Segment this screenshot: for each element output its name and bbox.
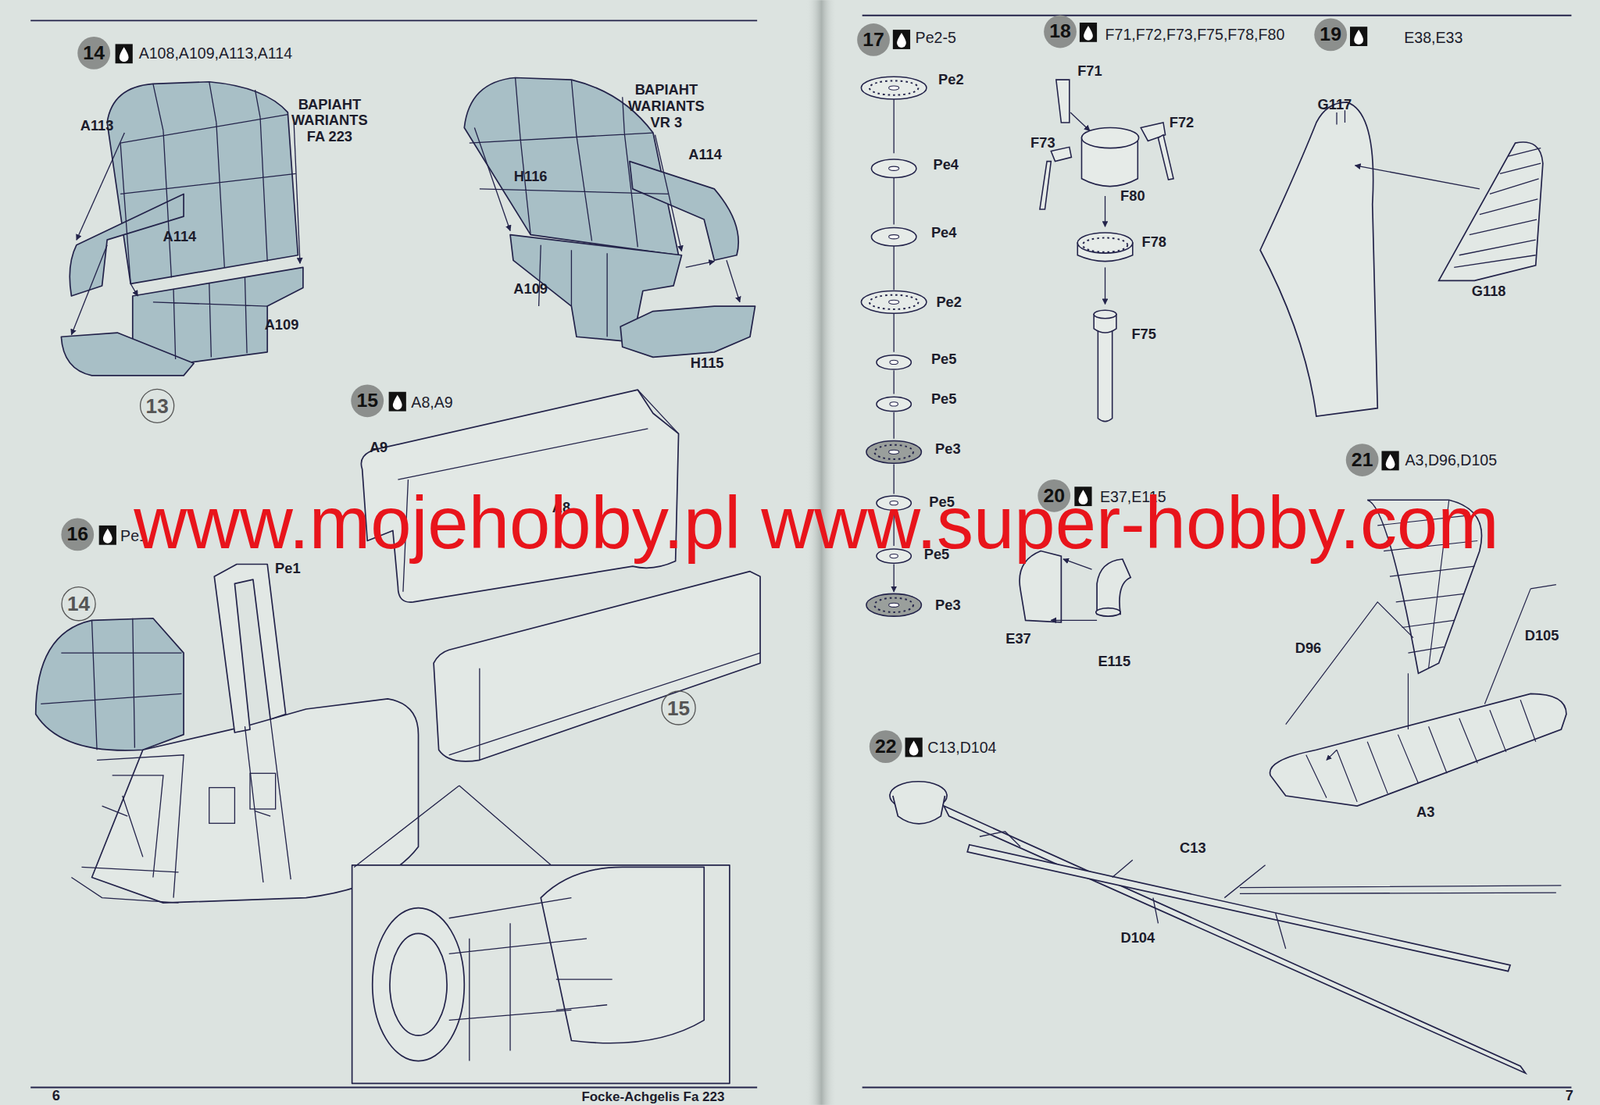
parts-list: E38,E33 xyxy=(1403,28,1463,47)
step-number: 19 xyxy=(1319,23,1342,47)
step-badge: 18 xyxy=(1043,15,1077,49)
step-badge: 21 xyxy=(1346,443,1379,477)
part-label: E115 xyxy=(1097,653,1131,670)
step-badge: 15 xyxy=(350,384,384,418)
part-label: ВАРІАНТ WARIANTS FA 223 xyxy=(286,96,373,146)
step-number: 17 xyxy=(862,28,885,52)
part-label: F72 xyxy=(1169,114,1195,131)
step-badge: 22 xyxy=(869,730,903,764)
part-label: Pe3 xyxy=(935,596,961,614)
parts-list: C13,D104 xyxy=(927,739,997,758)
part-label: A3 xyxy=(1416,803,1435,821)
part-label: F78 xyxy=(1141,233,1167,250)
part-label: D104 xyxy=(1120,929,1155,947)
part-label: A114 xyxy=(163,228,197,246)
part-label: H116 xyxy=(514,167,548,185)
step-number: 21 xyxy=(1351,449,1374,472)
step-number: 14 xyxy=(67,592,90,616)
part-label: ВАРІАНТ WARIANTS VR 3 xyxy=(623,81,710,131)
part-label: F75 xyxy=(1131,325,1157,343)
reference-circle: 13 xyxy=(139,389,175,424)
part-label: Pe5 xyxy=(931,390,958,408)
part-label: F73 xyxy=(1030,134,1056,151)
reference-circle: 14 xyxy=(60,586,96,622)
part-label: A109 xyxy=(513,280,548,297)
part-label: G117 xyxy=(1317,96,1353,113)
step-number: 22 xyxy=(875,735,897,759)
parts-list: F71,F72,F73,F75,F78,F80 xyxy=(1105,25,1286,44)
reference-circle: 15 xyxy=(660,690,696,725)
step-number: 14 xyxy=(82,42,105,65)
part-label: 7 xyxy=(1565,1087,1574,1104)
part-label: Focke-Achgelis Fa 223 xyxy=(581,1090,725,1105)
parts-list: A3,D96,D105 xyxy=(1405,451,1498,470)
part-label: C13 xyxy=(1179,839,1207,857)
part-label: A9 xyxy=(369,439,388,456)
step-number: 13 xyxy=(146,394,169,418)
step-badge: 19 xyxy=(1314,18,1347,52)
step-badge: 17 xyxy=(857,23,890,57)
parts-list: Pe2-5 xyxy=(915,28,957,47)
parts-list: A108,A109,A113,A114 xyxy=(139,44,293,63)
step-number: 15 xyxy=(667,696,690,720)
part-label: Pe5 xyxy=(931,350,958,368)
step-number: 18 xyxy=(1049,20,1072,43)
part-label: A114 xyxy=(688,146,722,163)
parts-list: A8,A9 xyxy=(410,392,453,411)
part-label: F80 xyxy=(1120,187,1146,204)
part-label: Pe2 xyxy=(935,293,962,311)
part-label: 6 xyxy=(52,1087,61,1104)
watermark: www.mojehobby.pl www.super-hobby.com xyxy=(133,481,1499,566)
part-label: A113 xyxy=(80,117,115,134)
part-label: D96 xyxy=(1295,639,1322,657)
step-badge: 14 xyxy=(77,36,111,70)
part-label: Pe3 xyxy=(935,440,961,458)
part-label: F71 xyxy=(1077,62,1103,79)
part-label: H115 xyxy=(690,354,725,372)
step-badge: 16 xyxy=(60,518,94,552)
step-number: 16 xyxy=(66,523,89,547)
part-label: Pe4 xyxy=(931,224,958,241)
part-label: Pe4 xyxy=(932,156,959,173)
part-label: G118 xyxy=(1471,282,1507,300)
part-label: Pe2 xyxy=(938,71,965,88)
part-label: E37 xyxy=(1005,630,1032,647)
part-label: D105 xyxy=(1525,627,1560,644)
part-label: A109 xyxy=(264,316,300,333)
step-number: 15 xyxy=(356,389,379,413)
